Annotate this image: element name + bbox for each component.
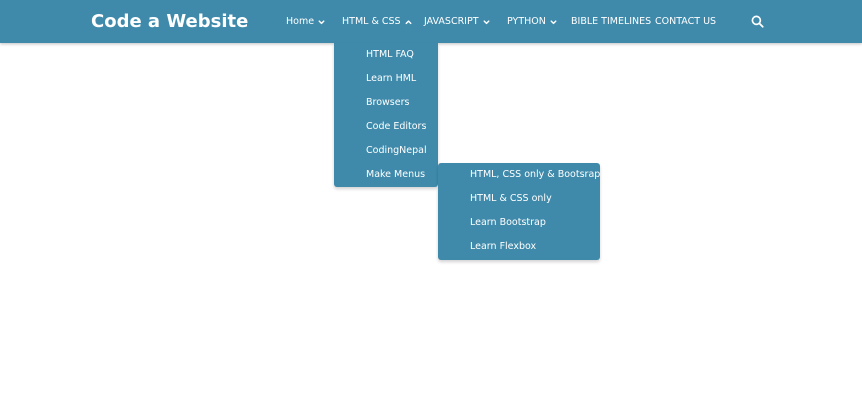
nav-item-home[interactable]: Home [286, 14, 326, 30]
dropdown-item-browsers[interactable]: Browsers [366, 97, 410, 108]
chevron-down-icon [482, 18, 491, 27]
nav-item-python[interactable]: PYTHON [507, 14, 558, 30]
submenu-item-learn-flexbox[interactable]: Learn Flexbox [470, 241, 537, 252]
dropdown-item-learn-hml[interactable]: Learn HML [366, 73, 417, 84]
nav-item-contact-us[interactable]: CONTACT US [655, 14, 716, 30]
dropdown-item-make-menus[interactable]: Make Menus [366, 169, 426, 180]
nav-item-label: BIBLE TIMELINES [571, 16, 652, 27]
dropdown-item-codingnepal[interactable]: CodingNepal [366, 145, 427, 156]
submenu-item-learn-bootstrap[interactable]: Learn Bootstrap [470, 217, 546, 228]
nav-item-label: PYTHON [507, 16, 546, 27]
nav-item-label: Home [286, 16, 315, 27]
submenu-item-html-css-bootstrap[interactable]: HTML, CSS only & Bootsrap [470, 169, 601, 180]
nav-item-label: HTML & CSS [342, 16, 401, 27]
search-icon[interactable] [751, 15, 764, 28]
nav-item-label: JAVASCRIPT [424, 16, 479, 27]
nav-item-bible-timelines[interactable]: BIBLE TIMELINES [571, 14, 651, 30]
make-menus-submenu: HTML, CSS only & Bootsrap HTML & CSS onl… [438, 163, 600, 260]
chevron-down-icon [549, 18, 558, 27]
chevron-up-icon [404, 18, 413, 27]
nav-item-label: CONTACT US [655, 16, 717, 27]
dropdown-item-code-editors[interactable]: Code Editors [366, 121, 427, 132]
nav-item-javascript[interactable]: JAVASCRIPT [424, 14, 491, 30]
submenu-item-html-css-only[interactable]: HTML & CSS only [470, 193, 552, 204]
dropdown-item-html-faq[interactable]: HTML FAQ [366, 49, 414, 60]
chevron-down-icon [317, 18, 326, 27]
top-navbar: Code a Website Home HTML & CSS JAVASCRIP… [0, 0, 862, 43]
html-css-dropdown: HTML FAQ Learn HML Browsers Code Editors… [334, 43, 438, 187]
site-logo[interactable]: Code a Website [91, 11, 249, 32]
nav-item-html-css[interactable]: HTML & CSS [342, 14, 413, 30]
